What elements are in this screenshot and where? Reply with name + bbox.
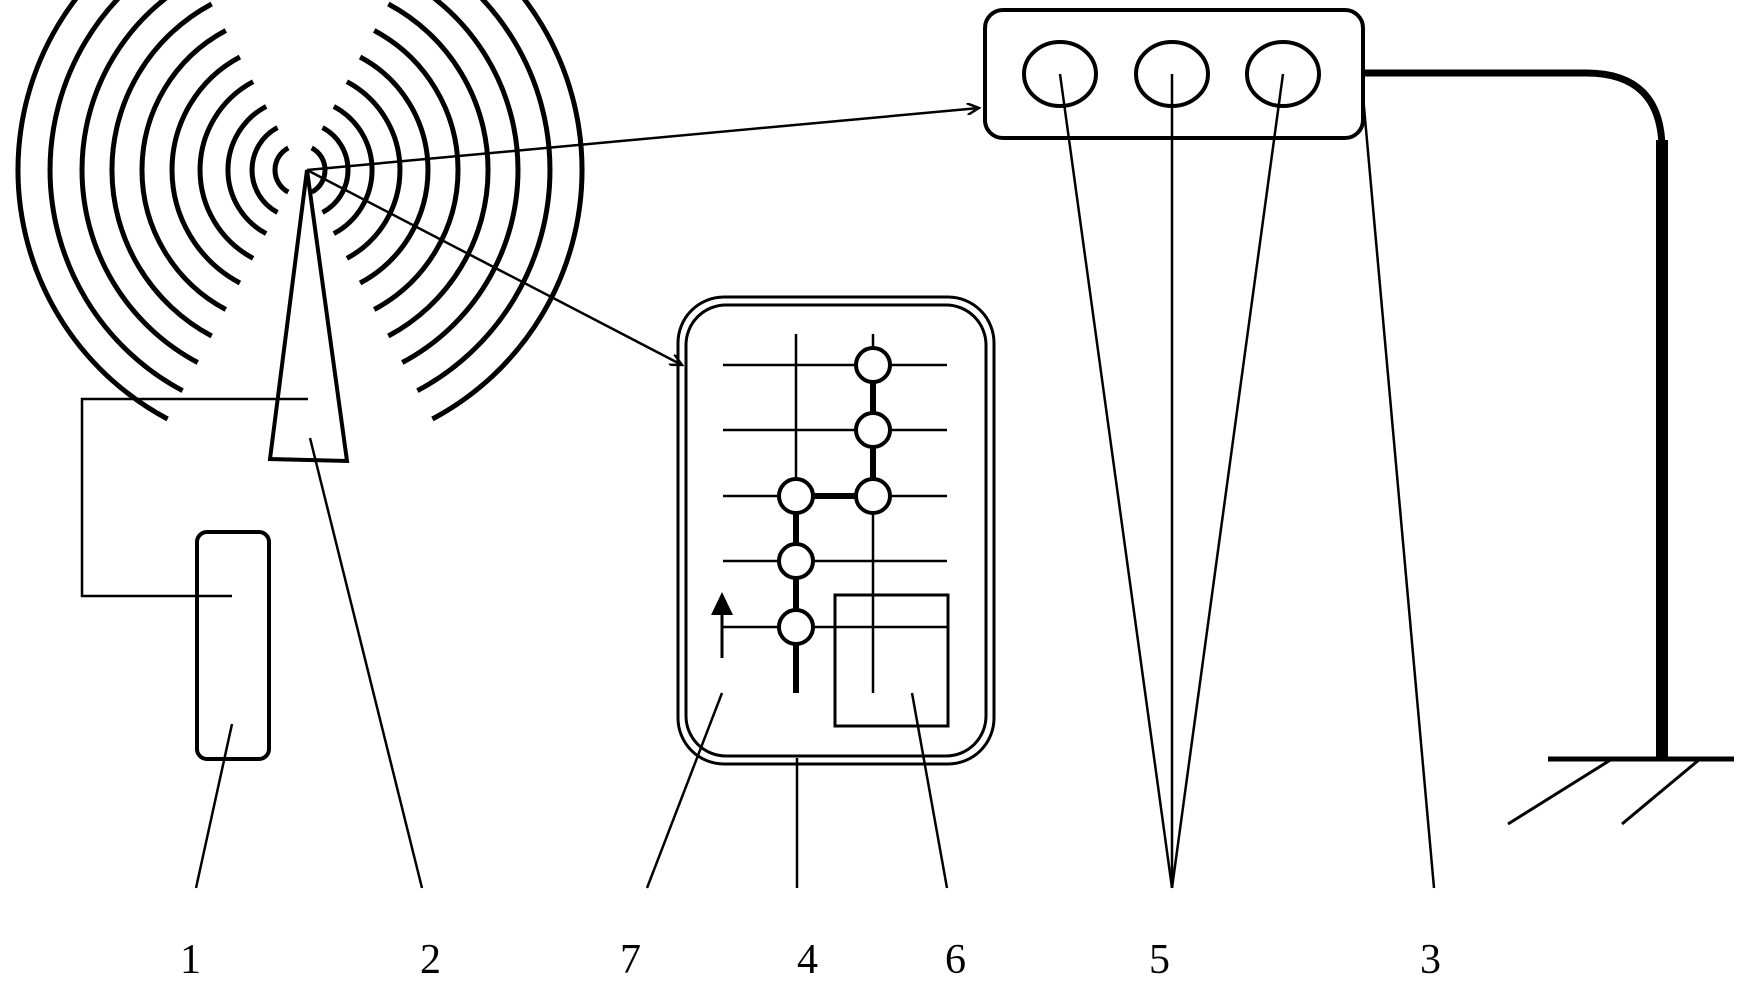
label-sub-display: 6 — [945, 937, 966, 983]
label-signal-pole: 3 — [1420, 937, 1441, 983]
signal-wave-left-arc — [228, 106, 266, 233]
signal-wave-left-arc — [112, 4, 212, 336]
signal-wave-left-arc — [82, 0, 198, 363]
signal-arrow-to-display — [307, 108, 979, 170]
label-controller: 1 — [180, 937, 201, 983]
panel-node — [856, 348, 890, 382]
label-control-panel: 4 — [797, 937, 818, 983]
signal-wave-right-arc — [334, 106, 372, 233]
panel-node — [856, 479, 890, 513]
signal-wave-right-arc — [388, 4, 488, 336]
panel-node — [779, 610, 813, 644]
panel-node — [779, 479, 813, 513]
label-signal-lamps: 5 — [1149, 937, 1170, 983]
signal-wave-right-arc — [374, 31, 458, 310]
signal-wave-right-arc — [402, 0, 518, 363]
signal-wave-left-arc — [275, 148, 288, 192]
label-antenna: 2 — [420, 937, 441, 983]
signal-wave-left-arc — [142, 31, 226, 310]
panel-node — [856, 413, 890, 447]
panel-sub-display — [835, 595, 948, 726]
panel-node — [779, 544, 813, 578]
panel-direction-arrow — [711, 592, 733, 658]
signal-display-board — [985, 10, 1363, 138]
signal-arrow-to-panel — [307, 170, 682, 365]
antenna-tower — [270, 170, 347, 461]
label-panel-arrow: 7 — [620, 937, 641, 983]
leader-lines — [196, 74, 1434, 888]
